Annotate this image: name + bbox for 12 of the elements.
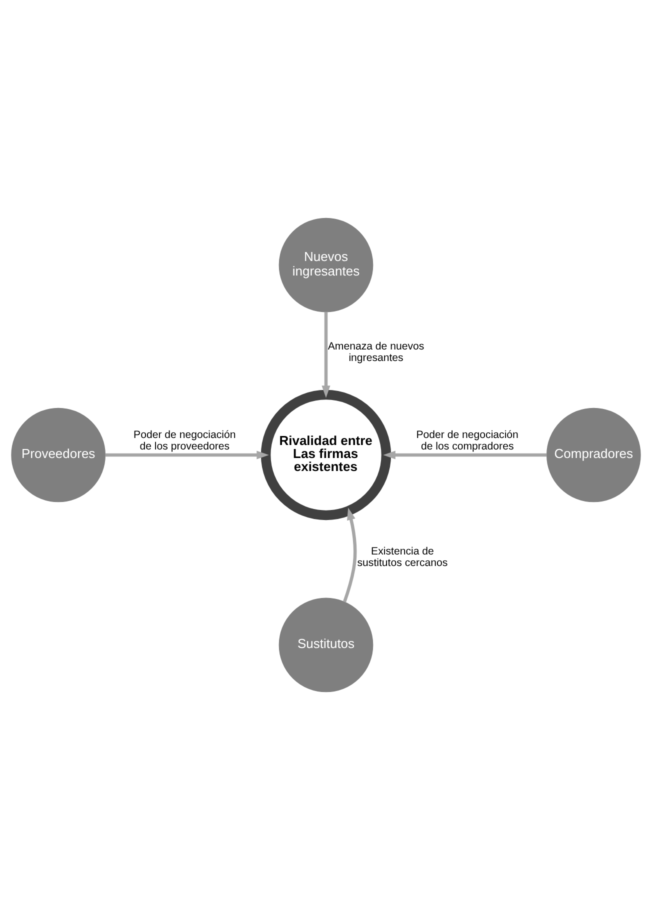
node-circle: Nuevos ingresantes (278, 218, 374, 312)
edge-label: Amenaza de nuevos ingresantes (328, 340, 424, 364)
arrow (383, 450, 547, 460)
edge-label: Existencia de sustitutos cercanos (357, 546, 448, 569)
node-circle: Proveedores (11, 408, 106, 502)
arrow (322, 312, 330, 398)
edge-label: Poder de negociación de los proveedores (134, 429, 236, 453)
edge-label: Poder de negociación de los compradores (416, 429, 518, 453)
arrow (342, 508, 357, 602)
node-circle: Compradores (546, 408, 641, 502)
arrow (105, 450, 269, 460)
node-circle: Sustitutos (278, 598, 374, 692)
